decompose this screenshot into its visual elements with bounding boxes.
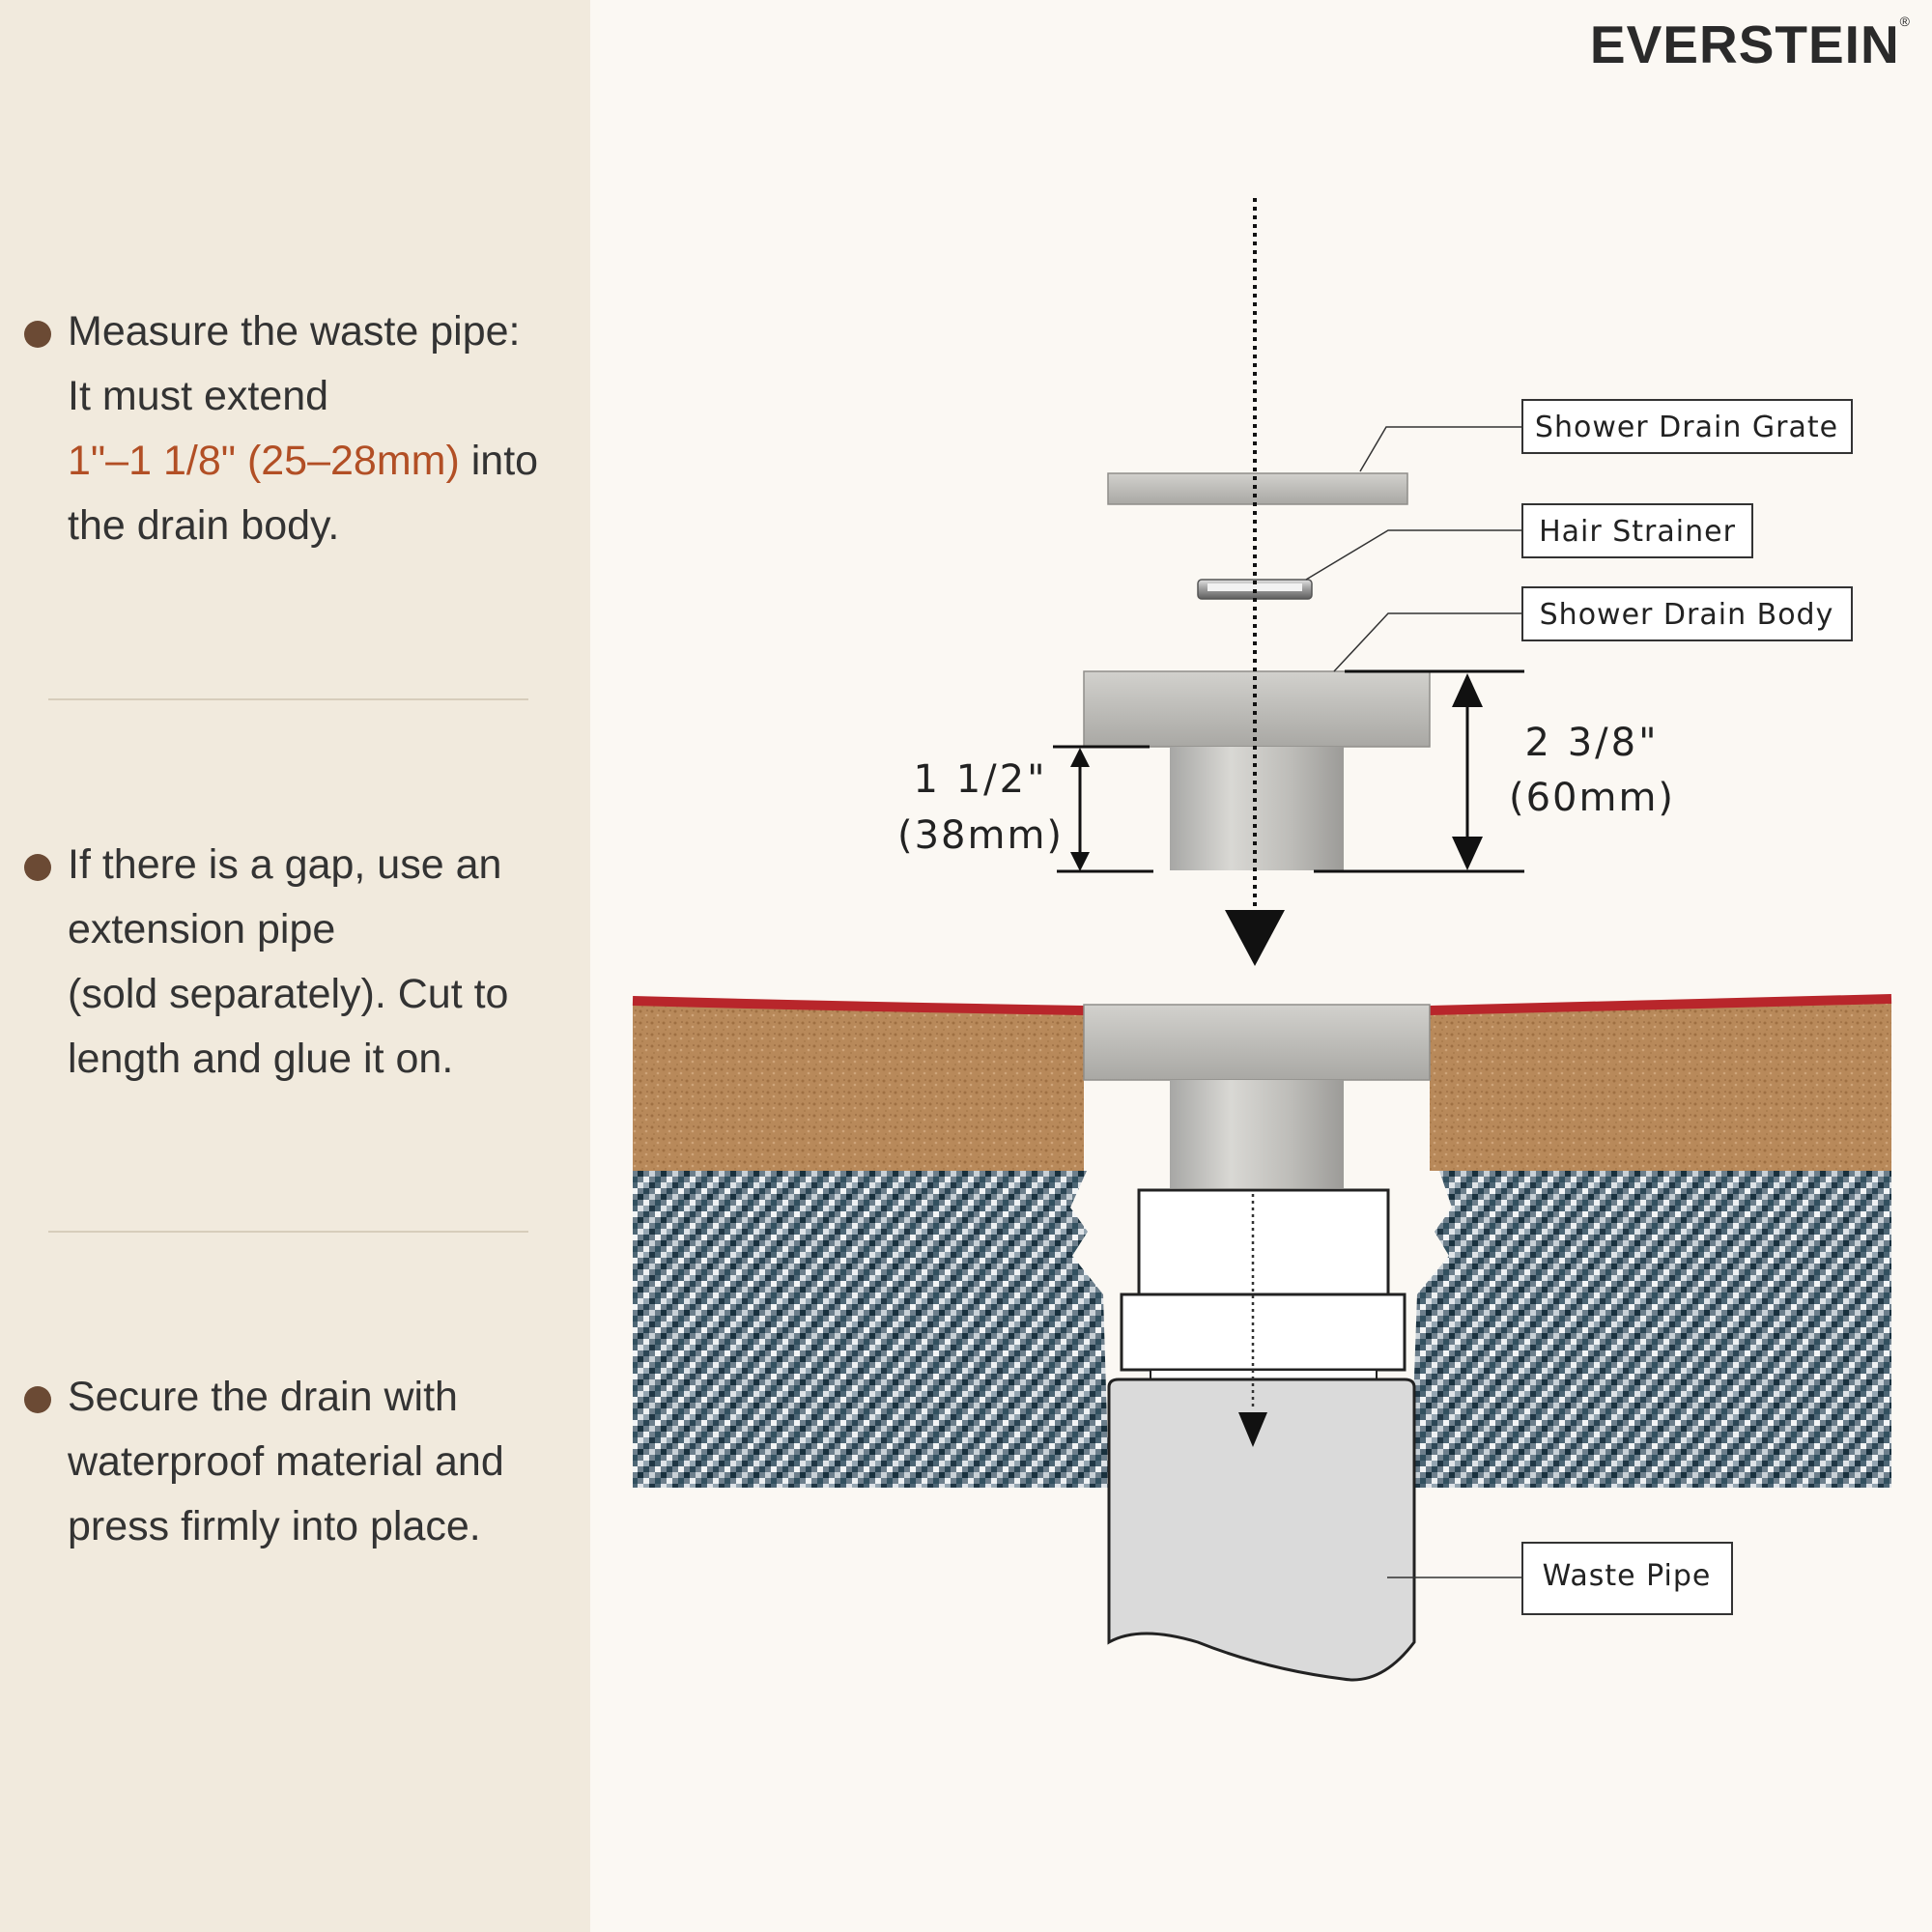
installed-drain-body bbox=[1083, 1004, 1431, 1188]
step-text: If there is a gap, use an extension pipe… bbox=[68, 833, 563, 1092]
down-arrow-icon bbox=[1238, 1412, 1267, 1447]
step-line: If there is a gap, use an bbox=[68, 841, 502, 888]
step-line: Secure the drain with bbox=[68, 1374, 458, 1420]
brand-name: EVERSTEIN bbox=[1589, 14, 1900, 74]
divider bbox=[48, 698, 528, 700]
step-line: (sold separately). Cut to bbox=[68, 971, 509, 1017]
brand-logo: EVERSTEIN® bbox=[1590, 14, 1911, 75]
label-text: Hair Strainer bbox=[1539, 515, 1736, 549]
step-line: extension pipe bbox=[68, 906, 336, 952]
dimension-large: 2 3/8" (60mm) bbox=[1314, 669, 1675, 873]
label-waste-pipe: Waste Pipe bbox=[1521, 1542, 1733, 1615]
label-shower-drain-grate: Shower Drain Grate bbox=[1521, 399, 1853, 454]
mortar-bed bbox=[633, 999, 1891, 1171]
waterproof-membrane bbox=[632, 996, 1085, 1015]
leader-lines bbox=[1305, 426, 1522, 1578]
step-line: into bbox=[459, 438, 539, 484]
divider bbox=[48, 1231, 528, 1233]
label-text: Shower Drain Body bbox=[1540, 598, 1834, 632]
measurement-highlight: 1"–1 1/8" (25–28mm) bbox=[68, 438, 460, 484]
label-text: Shower Drain Grate bbox=[1535, 411, 1838, 444]
step-line: length and glue it on. bbox=[68, 1036, 454, 1082]
step-text: Secure the drain with waterproof materia… bbox=[68, 1365, 563, 1559]
drain-grate bbox=[1107, 472, 1408, 505]
registered-mark: ® bbox=[1899, 14, 1911, 29]
pipe-coupling bbox=[1120, 1188, 1406, 1380]
dimension-value: 2 3/8" bbox=[1525, 721, 1660, 765]
waste-pipe bbox=[1107, 1378, 1416, 1682]
step-line: press firmly into place. bbox=[68, 1503, 481, 1549]
label-hair-strainer: Hair Strainer bbox=[1521, 503, 1753, 558]
down-arrow-icon bbox=[1225, 910, 1285, 966]
instructions-panel: Measure the waste pipe: It must extend 1… bbox=[0, 0, 590, 1932]
dimension-value: (38mm) bbox=[897, 813, 1064, 858]
step-extension: If there is a gap, use an extension pipe… bbox=[22, 833, 563, 1092]
step-line: waterproof material and bbox=[68, 1438, 504, 1485]
bullet-icon bbox=[24, 321, 51, 348]
step-line: It must extend bbox=[68, 373, 329, 419]
step-text: Measure the waste pipe: It must extend 1… bbox=[68, 299, 563, 558]
waterproof-membrane bbox=[1429, 994, 1892, 1015]
drain-body bbox=[1083, 670, 1431, 870]
label-text: Waste Pipe bbox=[1543, 1559, 1712, 1593]
dimension-value: 1 1/2" bbox=[914, 757, 1048, 802]
dimension-small: 1 1/2" (38mm) bbox=[897, 745, 1153, 873]
concrete-subfloor bbox=[633, 1171, 1891, 1488]
bullet-icon bbox=[24, 1386, 51, 1413]
label-shower-drain-body: Shower Drain Body bbox=[1521, 586, 1853, 641]
step-measure: Measure the waste pipe: It must extend 1… bbox=[22, 299, 563, 558]
bullet-icon bbox=[24, 854, 51, 881]
dimension-value: (60mm) bbox=[1509, 776, 1675, 820]
step-line: the drain body. bbox=[68, 502, 340, 549]
step-secure: Secure the drain with waterproof materia… bbox=[22, 1365, 563, 1559]
step-line: Measure the waste pipe: bbox=[68, 308, 521, 355]
